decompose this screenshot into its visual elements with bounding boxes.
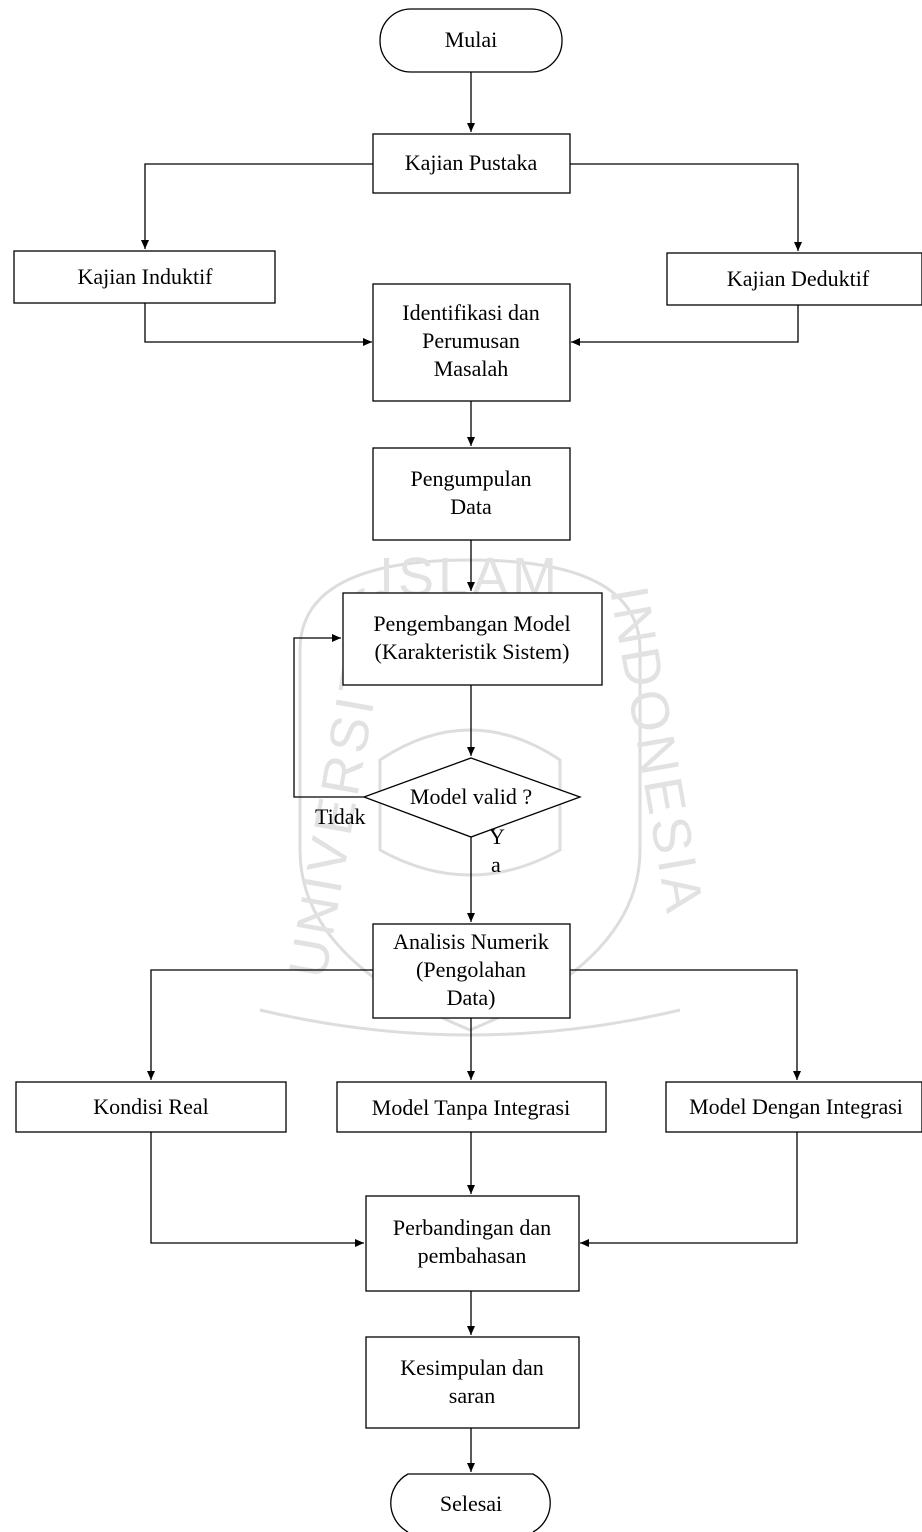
node-kajian-induktif: Kajian Induktif [13, 250, 276, 304]
node-model-valid-label: Model valid ? [410, 784, 532, 809]
node-kesimpulan: Kesimpulan dan saran [365, 1336, 580, 1429]
node-mulai-label: Mulai [445, 27, 498, 52]
watermark-right-text: INDONESIA [598, 582, 715, 920]
node-label-line: Kondisi Real [93, 1094, 209, 1119]
node-label-line: Analisis Numerik [393, 929, 549, 954]
node-label-line: Identifikasi dan [402, 300, 539, 325]
node-pengembangan-model-label: Pengembangan Model (Karakteristik Sistem) [373, 611, 570, 664]
node-model-dengan-integrasi: Model Dengan Integrasi [665, 1081, 922, 1133]
node-model-valid-decision: Model valid ? [362, 757, 582, 838]
node-label-line: Kesimpulan dan [400, 1355, 544, 1380]
node-kondisi-real-label: Kondisi Real [93, 1094, 209, 1119]
flowchart-edges [141, 72, 802, 1472]
node-label-line: (Pengolahan [416, 957, 526, 982]
node-label-line: pembahasan [418, 1243, 527, 1268]
node-kajian-pustaka-label: Kajian Pustaka [405, 150, 538, 175]
node-perbandingan: Perbandingan dan pembahasan [365, 1195, 580, 1292]
node-mulai: Mulai [379, 8, 563, 73]
edge-deduktif-identifikasi [571, 305, 799, 346]
node-label-line: Perumusan [422, 328, 520, 353]
node-selesai-label: Selesai [440, 1491, 502, 1516]
node-kajian-deduktif-label: Kajian Deduktif [727, 266, 870, 291]
edge-dengan-perbandingan [580, 1132, 798, 1247]
node-label-line: Kajian Deduktif [727, 266, 870, 291]
node-label-line: Data [450, 494, 492, 519]
node-kajian-deduktif: Kajian Deduktif [666, 252, 922, 306]
edge-label-ya-y: Y [489, 824, 505, 849]
node-label-line: Pengumpulan [411, 466, 532, 491]
edge-induktif-identifikasi [144, 303, 372, 346]
edge-kondisi-perbandingan [150, 1132, 364, 1247]
node-selesai: Selesai [390, 1473, 551, 1532]
node-kajian-pustaka: Kajian Pustaka [372, 133, 571, 194]
edge-analisis-dengan [570, 969, 801, 1080]
edge-analisis-kondisi [147, 969, 373, 1080]
node-label-line: Perbandingan dan [393, 1215, 551, 1240]
node-label-line: (Karakteristik Sistem) [375, 639, 570, 664]
node-model-tanpa-integrasi: Model Tanpa Integrasi [336, 1081, 607, 1133]
node-kondisi-real: Kondisi Real [15, 1081, 287, 1133]
node-label-line: Model Tanpa Integrasi [372, 1095, 570, 1120]
node-model-dengan-integrasi-label: Model Dengan Integrasi [689, 1094, 903, 1119]
node-label-line: Model Dengan Integrasi [689, 1094, 903, 1119]
node-label-line: Model valid ? [410, 784, 532, 809]
node-label-line: Data) [447, 985, 496, 1010]
node-pengembangan-model: Pengembangan Model (Karakteristik Sistem) [342, 592, 603, 686]
node-kesimpulan-label: Kesimpulan dan saran [400, 1355, 544, 1408]
edge-label-tidak: Tidak [315, 804, 366, 829]
node-label-line: Kajian Pustaka [405, 150, 538, 175]
edge-label-ya-a: a [491, 852, 501, 877]
node-label-line: Mulai [445, 27, 498, 52]
node-label-line: Selesai [440, 1491, 502, 1516]
node-label-line: Masalah [434, 356, 509, 381]
node-label-line: Kajian Induktif [77, 264, 213, 289]
node-label-line: Pengembangan Model [373, 611, 570, 636]
node-model-tanpa-integrasi-label: Model Tanpa Integrasi [372, 1095, 570, 1120]
edge-pustaka-induktif [141, 163, 373, 249]
edge-pustaka-deduktif [570, 163, 802, 251]
node-kajian-induktif-label: Kajian Induktif [77, 264, 213, 289]
node-label-line: saran [449, 1383, 495, 1408]
edge-valid-tidak-loop [293, 634, 364, 798]
node-perbandingan-label: Perbandingan dan pembahasan [393, 1215, 551, 1268]
